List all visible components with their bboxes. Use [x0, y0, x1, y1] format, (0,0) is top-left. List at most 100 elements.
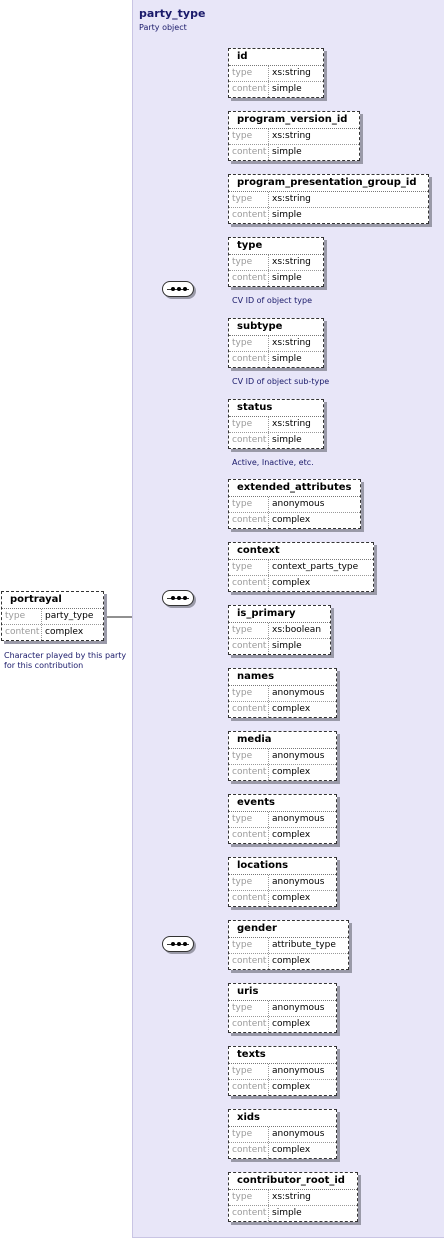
- content-value: complex: [272, 830, 311, 840]
- content-key: content: [229, 828, 269, 843]
- sequence-compositor-2: [162, 590, 194, 606]
- element-name: contributor_root_id: [229, 1173, 357, 1190]
- type-value: xs:string: [272, 419, 311, 429]
- content-key: content: [229, 1143, 269, 1158]
- element-name: status: [229, 400, 323, 417]
- element-name: context: [229, 543, 373, 560]
- content-key: content: [229, 208, 269, 223]
- type-value: anonymous: [272, 814, 325, 824]
- element-name: extended_attributes: [229, 480, 360, 497]
- type-value: context_parts_type: [272, 562, 359, 572]
- content-value: complex: [272, 578, 311, 588]
- content-key: content: [229, 639, 269, 654]
- root-element-portrayal[interactable]: portrayal type party_type content comple…: [1, 591, 104, 641]
- content-key: content: [2, 625, 42, 640]
- content-value: complex: [272, 704, 311, 714]
- content-key: content: [229, 1080, 269, 1095]
- type-key: type: [229, 560, 269, 575]
- content-value: complex: [272, 893, 311, 903]
- content-key: content: [229, 513, 269, 528]
- content-key: content: [229, 765, 269, 780]
- content-key: content: [229, 1206, 269, 1221]
- root-note-line1: Character played by this party: [4, 651, 127, 660]
- element-note: CV ID of object sub-type: [232, 377, 330, 386]
- element-name: program_presentation_group_id: [229, 175, 428, 192]
- type-value: xs:string: [272, 68, 311, 78]
- content-key: content: [229, 1017, 269, 1032]
- content-key: content: [229, 433, 269, 448]
- type-key: type: [229, 255, 269, 270]
- type-key: type: [229, 623, 269, 638]
- type-key: type: [229, 749, 269, 764]
- type-key: type: [229, 192, 269, 207]
- content-key: content: [229, 271, 269, 286]
- content-value: simple: [272, 1208, 302, 1218]
- type-row: type party_type: [2, 609, 103, 625]
- content-value: simple: [272, 210, 302, 220]
- type-value: anonymous: [272, 499, 325, 509]
- content-value: simple: [272, 84, 302, 94]
- element-name: gender: [229, 921, 348, 938]
- sequence-compositor-3: [162, 936, 194, 952]
- type-key: type: [229, 1127, 269, 1142]
- type-key: type: [229, 812, 269, 827]
- type-key: type: [229, 1001, 269, 1016]
- content-value: simple: [272, 641, 302, 651]
- content-key: content: [229, 891, 269, 906]
- content-key: content: [229, 576, 269, 591]
- type-value: party_type: [45, 611, 94, 621]
- type-key: type: [229, 129, 269, 144]
- root-note: Character played by this party for this …: [4, 651, 126, 671]
- content-key: content: [229, 145, 269, 160]
- element-name: texts: [229, 1047, 336, 1064]
- content-value: complex: [272, 956, 311, 966]
- element-name: type: [229, 238, 323, 255]
- element-name: names: [229, 669, 336, 686]
- type-key: type: [229, 938, 269, 953]
- content-key: content: [229, 82, 269, 97]
- type-value: xs:string: [272, 338, 311, 348]
- element-name: is_primary: [229, 606, 330, 623]
- type-key: type: [229, 1064, 269, 1079]
- type-key: type: [229, 66, 269, 81]
- type-key: type: [229, 686, 269, 701]
- type-key: type: [229, 417, 269, 432]
- type-key: type: [229, 1190, 269, 1205]
